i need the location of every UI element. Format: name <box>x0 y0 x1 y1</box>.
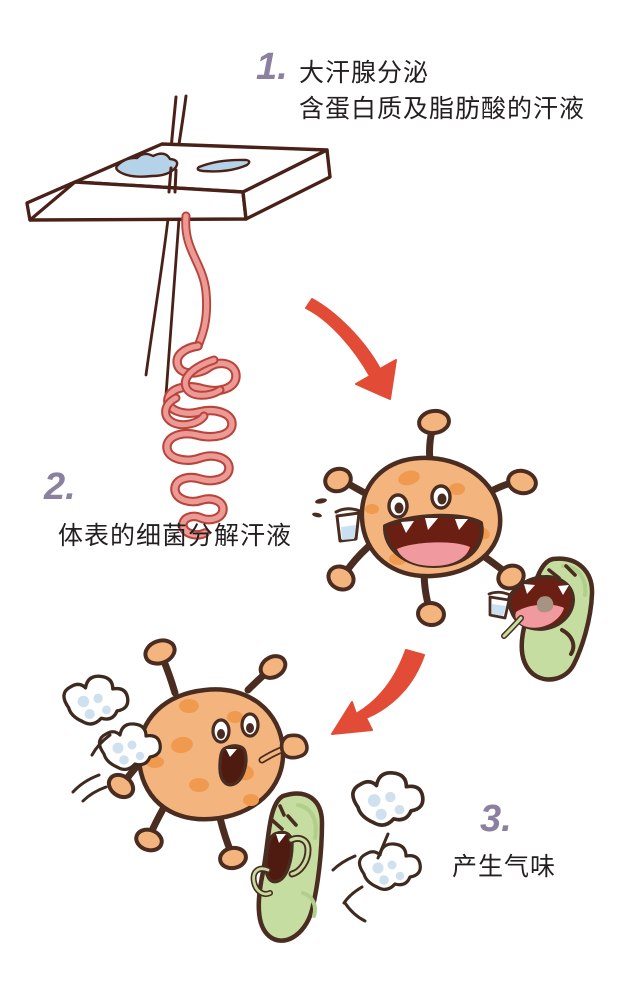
orange-eyes <box>387 484 452 519</box>
orange-smelly-body <box>136 687 286 822</box>
step-1-number: 1. <box>256 46 288 88</box>
green-bacteria-drinking <box>487 556 595 682</box>
step-3-text: 产生气味 <box>452 853 557 881</box>
skin-left-edge <box>25 180 77 222</box>
skin-right-face <box>241 148 332 221</box>
sweat-droplet-left <box>115 152 179 178</box>
green-bacteria-smelly <box>250 770 425 943</box>
hair-shaft-through <box>167 166 173 194</box>
hair-shaft-through-edge <box>173 168 178 194</box>
orange-bacteria-drinking <box>312 408 538 628</box>
follicle-wall-left <box>144 217 170 377</box>
stink-cloud-left-upper <box>62 674 130 726</box>
sweat-droplet-right <box>196 158 251 173</box>
step-2-number: 2. <box>44 466 76 508</box>
step-3-number: 3. <box>480 798 512 840</box>
step-2-text: 体表的细菌分解汗液 <box>58 522 293 550</box>
green-smelly-brows <box>270 804 298 831</box>
stink-motion-lines <box>71 733 112 803</box>
stink-trail-lines <box>331 832 390 923</box>
orange-smelly-fist <box>279 733 309 760</box>
orange-cup <box>334 507 362 543</box>
orange-smelly-eyes <box>211 712 260 744</box>
orange-splash-marks <box>312 498 327 518</box>
orange-smelly-mouth <box>218 744 248 787</box>
follicle-wall-right <box>164 217 181 397</box>
green-mouth <box>507 575 575 631</box>
stink-cloud-right-upper <box>351 770 425 827</box>
apocrine-sweat-gland <box>161 211 241 540</box>
stink-cloud-right-lower <box>357 842 422 892</box>
step-1-text: 大汗腺分泌 含蛋白质及脂肪酸的汗液 <box>299 59 586 123</box>
arrow-step1-to-step2 <box>305 298 397 400</box>
arrow-step2-to-step3 <box>331 649 425 735</box>
orange-bacteria-smelly <box>62 638 309 871</box>
orange-mouth <box>382 513 484 568</box>
gland-coil <box>161 341 241 540</box>
skin-cross-section <box>25 94 332 397</box>
green-cup <box>487 590 512 620</box>
